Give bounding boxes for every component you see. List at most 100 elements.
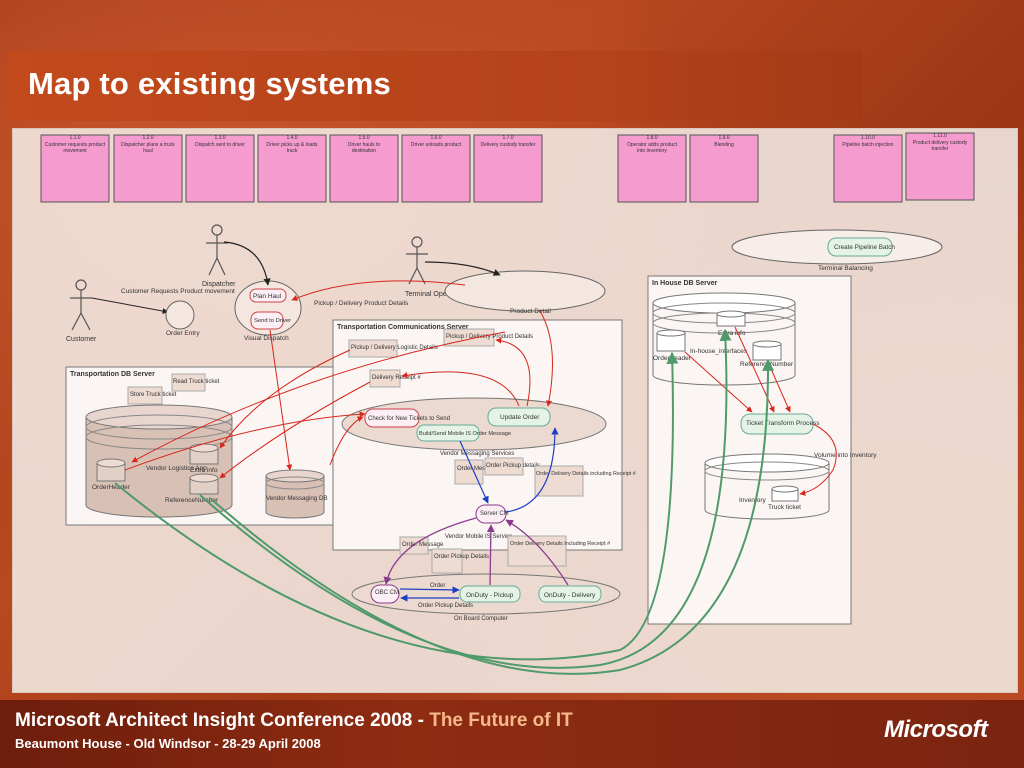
reference-number-label: ReferenceNumber (165, 497, 219, 504)
process-step-id: 1.6.0 (430, 135, 441, 141)
footer-bar (0, 700, 1024, 768)
store-truck-ticket-label: Store Truck ticket (130, 392, 177, 398)
vendor-logistics-app-label: Vendor Logistics App (146, 465, 207, 472)
order-pickup-details2-label: Order Pickup Details (434, 554, 489, 560)
process-step-label: movement (63, 148, 87, 154)
process-step-id: 1.9.0 (718, 135, 729, 141)
order-header-label: OrderHeader (92, 484, 131, 491)
onduty-delivery-label: OnDuty - Delivery (544, 592, 596, 599)
vendor-messaging-services-label: Vendor Messaging Services (440, 451, 514, 457)
order-pickup-details-label: Order Pickup details (486, 463, 540, 469)
server-cm-to-obc (383, 517, 477, 585)
pickup-delivery-product2-label: Pickup / Delivery Product Details (446, 334, 533, 340)
pickup-delivery-logistic-box (348, 339, 398, 358)
pickup-delivery-product-label: Pickup / Delivery Product Details (314, 300, 409, 307)
extra-info2-label: Extra info (718, 330, 746, 337)
order-entry-node (165, 300, 195, 330)
update-order-to-pickup-product (495, 337, 531, 407)
order-delivery-details2-box (507, 535, 567, 567)
truck-ticket-label: Truck ticket (768, 504, 801, 511)
process-step-id: 1.10.0 (861, 135, 875, 141)
extra-info2-db (716, 310, 746, 327)
footer-conference-text: Microsoft Architect Insight Conference 2… (15, 710, 430, 731)
read-truck-ticket-label: Read Truck ticket (173, 379, 220, 385)
on-board-computer-label: On Board Computer (454, 616, 508, 622)
terminal-operator-actor (406, 236, 428, 285)
receipt-to-reference-number (219, 381, 371, 479)
obc-cm-node (370, 584, 400, 604)
footer-venue: Beaumont House - Old Windsor - 28-29 Apr… (15, 736, 321, 751)
process-step-box (833, 134, 903, 203)
process-step-label: Customer requests product (45, 142, 106, 148)
reference-number-db (189, 473, 219, 495)
update-order-to-delivery-receipt (401, 371, 520, 407)
process-step-label: Delivery custody transfer (480, 142, 535, 148)
truck-ticket-db (771, 485, 799, 502)
check-tickets-from-vmdb (329, 416, 364, 466)
reference-number2-label: ReferenceNumber (740, 361, 794, 368)
ticket-transform-label: Ticket Transform Process (746, 420, 820, 427)
onduty-pickup-node (459, 585, 521, 603)
product-detail-to-plan-haul (291, 280, 466, 301)
visual-dispatch-label: Visual Dispatch (244, 335, 289, 342)
customer-label: Customer (66, 336, 97, 343)
delivery-receipt-label: Delivery Receipt # (372, 375, 421, 381)
green-arrow-1 (114, 351, 679, 661)
inventory-db-cylinder (704, 453, 830, 520)
process-step-label: into inventory (637, 148, 667, 154)
process-step-id: 1.1.0 (69, 135, 80, 141)
process-step-box (401, 134, 471, 203)
obc-cm-label: OBC CM (375, 590, 399, 596)
onduty-delivery-to-server-cm (505, 519, 569, 586)
terminal-operator-label: Terminal Operator (405, 291, 462, 298)
send-to-driver-label: Send to Driver (254, 318, 291, 324)
tcs-label: Transportation Communications Server (337, 324, 469, 331)
process-step-label: haul (143, 148, 152, 154)
process-step-label: Driver unloads product (411, 142, 462, 148)
build-send-to-server-cm (459, 440, 489, 504)
process-step-label: truck (287, 148, 298, 154)
server-cm-node (475, 504, 507, 524)
order-pickup-details3-label: Order Pickup Details (418, 603, 473, 609)
process-step-box (905, 132, 975, 201)
process-step-label: destination (352, 148, 376, 154)
footer-conference: Microsoft Architect Insight Conference 2… (15, 710, 573, 732)
process-step-id: 1.8.0 (646, 135, 657, 141)
plan-haul-label: Plan Haul (253, 293, 282, 300)
extra-info-label: Extra info (190, 467, 218, 474)
customer-actor (70, 279, 92, 331)
dispatcher-label: Dispatcher (202, 281, 236, 288)
order-delivery-details-box (534, 465, 584, 497)
vendor-mobile-is-label: Vendor Mobile IS Service (445, 534, 513, 540)
process-step-box (257, 134, 327, 203)
green-arrow-3 (209, 358, 775, 675)
order-header-to-check-tickets (124, 411, 366, 471)
process-step-label: transfer (932, 146, 949, 152)
create-pipeline-batch-node (827, 237, 893, 257)
obc-to-onduty-pickup (399, 586, 460, 594)
slide-title: Map to existing systems (28, 66, 391, 101)
process-step-label: Blending (714, 142, 734, 148)
build-send-mobile-node (416, 424, 480, 442)
process-step-label: Pipeline batch injection (842, 142, 893, 148)
product-detail-to-update-order (539, 310, 553, 407)
build-send-mobile-label: Build/Send Mobile IS Order Message (419, 431, 511, 437)
check-new-tickets-node (364, 408, 420, 428)
reference-number2-db (752, 340, 782, 361)
footer-tagline: The Future of IT (429, 710, 573, 731)
process-step-box (40, 134, 110, 203)
delivery-receipt-box (369, 369, 401, 388)
order-message-label: Order Message (457, 466, 499, 472)
in-house-db-server-label: In House DB Server (652, 280, 718, 287)
ticket-transform-to-inventory (799, 423, 837, 496)
server-cm-label: Server CM (480, 511, 509, 517)
